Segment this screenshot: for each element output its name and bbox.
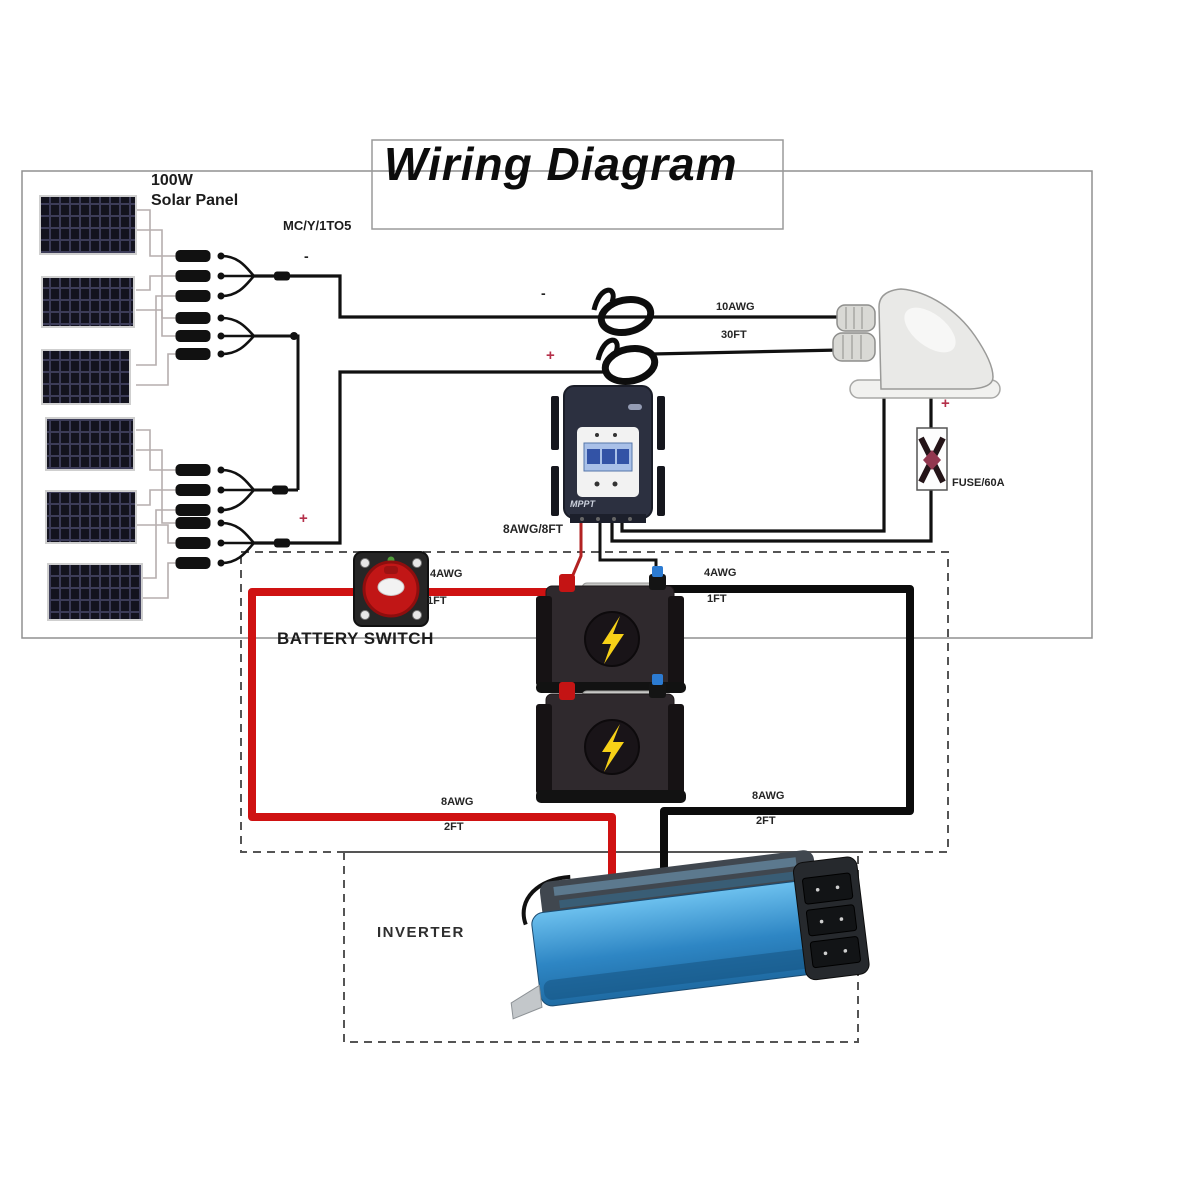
ac-outlet — [802, 872, 854, 905]
mc4-branch-groups — [175, 250, 255, 569]
controller-battery-negative-wire — [598, 515, 658, 582]
pv-positive-wire — [651, 348, 841, 356]
ac-outlet — [809, 936, 861, 969]
mc4-connector-group — [175, 312, 255, 360]
battery-switch-label: BATTERY SWITCH — [277, 629, 434, 648]
solar-panel-watts-label: 100W — [151, 172, 193, 189]
solar-panel — [45, 417, 135, 471]
lightning-bolt-icon — [602, 616, 624, 664]
inverter-unit — [510, 850, 870, 1020]
battery-neg-length-label: 1FT — [707, 593, 727, 605]
inverter-label: INVERTER — [377, 924, 465, 941]
mppt-charge-controller — [551, 385, 665, 523]
controller-button — [612, 481, 618, 487]
switch-wire-gauge-label: 4AWG — [430, 568, 463, 580]
mc4-connector-group — [175, 464, 255, 516]
solar-panel — [47, 563, 143, 621]
battery-1 — [536, 582, 686, 693]
inline-mc4-connector — [272, 485, 288, 495]
solar-panel — [41, 276, 135, 328]
ac-outlet — [805, 904, 858, 937]
pv-wire-length-label: 30FT — [721, 329, 747, 341]
pv-bus-wires — [254, 274, 842, 545]
negative-terminal — [649, 574, 666, 590]
battery-terminals — [559, 566, 666, 700]
plus-sign: + — [941, 395, 950, 412]
controller-brand-label: MPPT — [570, 499, 596, 509]
battery-bank-box — [240, 551, 949, 853]
battery-negative-cable — [660, 585, 914, 897]
inverter-pos-length-label: 2FT — [444, 821, 464, 833]
inverter-pos-gauge-label: 8AWG — [441, 796, 474, 808]
panel-lead-wires — [136, 209, 176, 599]
mc4-connector-group — [175, 250, 255, 302]
minus-sign: - — [304, 248, 309, 264]
terminal-strip — [570, 514, 646, 523]
compression-gland — [832, 332, 876, 362]
pv-negative-wire — [254, 274, 842, 319]
indicator-light — [628, 404, 642, 410]
solar-panel — [45, 490, 137, 544]
inline-mc4-connector — [274, 538, 290, 548]
pv-wire-gauge-label: 10AWG — [716, 301, 755, 313]
inline-fuse — [916, 427, 948, 491]
inverter-neg-length-label: 2FT — [756, 815, 776, 827]
compression-gland — [836, 304, 876, 332]
lightning-bolt-icon — [602, 724, 624, 772]
solar-panel — [41, 349, 131, 405]
title-box — [371, 139, 784, 230]
solar-panel — [39, 195, 137, 255]
controller-battery-wire-label: 8AWG/8FT — [503, 522, 564, 536]
wire-coil — [595, 337, 659, 385]
battery-switch-knob — [353, 551, 429, 627]
cable-entry-gland — [832, 288, 1001, 399]
plus-sign: + — [546, 347, 555, 364]
solar-panel-array — [39, 195, 143, 621]
solar-panel-name-label: Solar Panel — [151, 192, 239, 209]
inverter-neg-gauge-label: 8AWG — [752, 790, 785, 802]
fuse-label: FUSE/60A — [952, 477, 1005, 489]
inline-mc4-connector — [274, 271, 290, 281]
battery-2 — [536, 690, 686, 803]
switch-wire-length-label: 1FT — [427, 595, 447, 607]
battery-neg-gauge-label: 4AWG — [704, 567, 737, 579]
negative-terminal — [649, 682, 666, 698]
plus-sign: + — [299, 510, 308, 527]
positive-terminal — [559, 574, 575, 592]
branch-connector-label: MC/Y/1TO5 — [283, 218, 352, 233]
series-link-wire — [254, 334, 300, 490]
pv-positive-wire — [254, 370, 605, 545]
wire-junction-dot — [290, 332, 298, 340]
minus-sign: - — [541, 285, 546, 301]
controller-button — [594, 481, 600, 487]
page-title: Wiring Diagram — [384, 138, 738, 190]
wire-coil — [591, 287, 655, 336]
positive-terminal — [559, 682, 575, 700]
mc4-connector-group — [175, 517, 255, 569]
controller-battery-positive-wire — [568, 515, 583, 583]
